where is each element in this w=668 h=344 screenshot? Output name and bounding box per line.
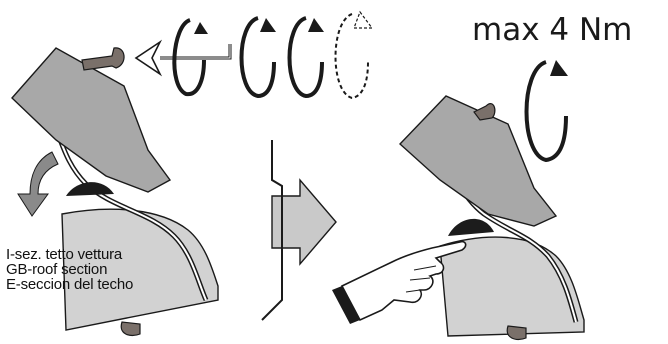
accessory-block-left bbox=[11, 47, 172, 193]
rotate-cw-icon bbox=[239, 16, 276, 99]
pointing-hand-icon bbox=[332, 240, 467, 324]
rubber-pad-left bbox=[66, 182, 114, 196]
arrow-left-icon bbox=[134, 39, 163, 77]
roof-section-caption: I-sez. tetto vettura GB-roof section E-s… bbox=[6, 247, 206, 292]
knob-right bbox=[473, 103, 496, 121]
torque-rotate-icon bbox=[524, 60, 568, 163]
knob-left bbox=[81, 47, 125, 71]
wing-knob-left bbox=[120, 321, 141, 337]
wing-knob-right bbox=[506, 325, 527, 341]
right-step-panel bbox=[332, 60, 585, 341]
torque-label: max 4 Nm bbox=[472, 12, 633, 48]
left-step-panel bbox=[11, 39, 219, 337]
rotate-cw-dashed-icon bbox=[334, 10, 374, 100]
caption-italian: I-sez. tetto vettura bbox=[6, 246, 123, 263]
rotate-cw-icon bbox=[172, 18, 208, 97]
arrow-right-icon bbox=[271, 178, 337, 266]
curved-arrow-down-icon bbox=[17, 151, 59, 217]
accessory-block-right bbox=[398, 95, 558, 227]
allen-key-icon bbox=[160, 44, 232, 60]
divider-line bbox=[261, 140, 283, 321]
caption-english: GB-roof section bbox=[6, 261, 108, 278]
rotate-cw-icon bbox=[287, 16, 324, 99]
rubber-pad-right bbox=[448, 218, 494, 236]
turn-sequence bbox=[160, 10, 374, 100]
roof-section-right bbox=[439, 236, 585, 337]
caption-spanish: E-seccion del techo bbox=[6, 276, 134, 293]
